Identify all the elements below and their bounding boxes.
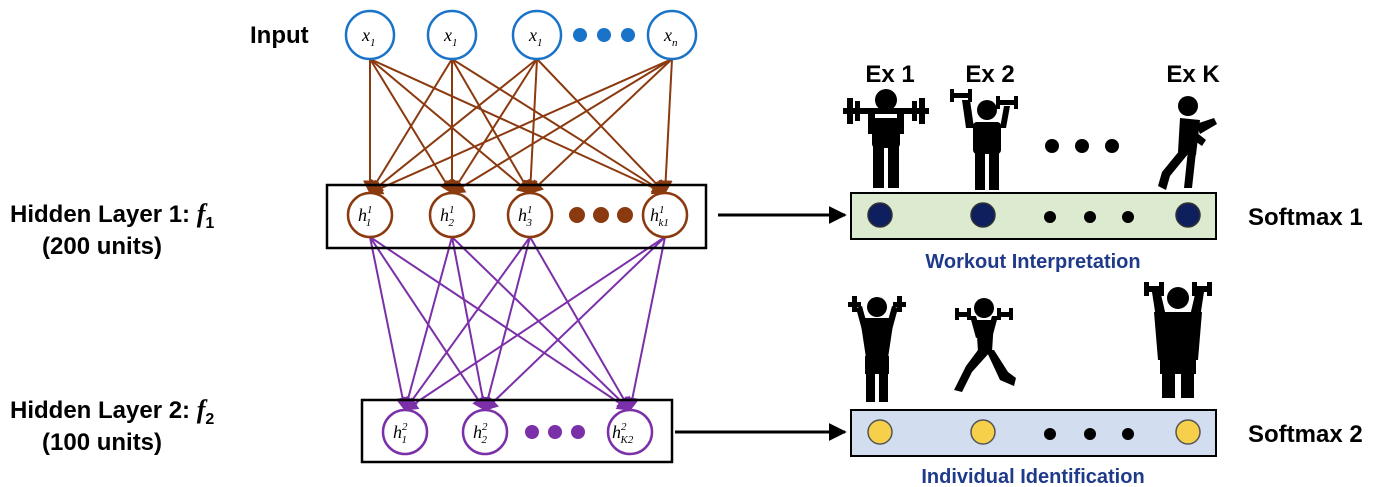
dumbbell-press-figure-icon [950, 89, 1018, 190]
hidden1-hidden2-edge [481, 236, 531, 412]
input-hidden1-edge [658, 58, 673, 195]
input-hidden1-edge [528, 58, 673, 194]
individual-identification-caption: Individual Identification [921, 466, 1144, 487]
hidden2-ellipsis-dots [525, 425, 585, 439]
hidden1-hidden2-edge [483, 236, 666, 411]
input-hidden1-edge [369, 58, 532, 194]
exercise-label-2: Ex 2 [965, 61, 1014, 88]
svg-text:h13: h13 [518, 204, 533, 229]
workout-interpretation-caption: Workout Interpretation [925, 251, 1140, 273]
hidden-layer-2-box [360, 398, 674, 464]
softmax1-output-node [867, 202, 893, 228]
hidden1-hidden2-edge [401, 236, 453, 412]
hidden-layer-1-title: Hidden Layer 1: f1 [10, 199, 214, 232]
softmax2-output-node [867, 419, 893, 445]
woman-lunge-curl-icon [954, 298, 1016, 392]
softmax2-output-node [1175, 419, 1201, 445]
softmax-1-label: Softmax 1 [1248, 204, 1363, 231]
input-to-hidden1-connections [363, 58, 673, 195]
large-man-press-icon [1144, 282, 1212, 398]
svg-text:x1: x1 [361, 25, 376, 49]
softmax-2-label: Softmax 2 [1248, 421, 1363, 448]
hidden1-hidden2-edge [369, 236, 632, 411]
svg-text:x1: x1 [528, 25, 543, 49]
softmax2-output-node [970, 419, 996, 445]
svg-text:x1: x1 [443, 25, 458, 49]
hidden-layer-1-box [325, 183, 708, 250]
hidden1-to-hidden2-connections [369, 236, 666, 412]
exercise-ellipsis-dots [1045, 139, 1119, 153]
input-label: Input [250, 22, 309, 49]
hidden1-hidden2-edge [625, 236, 666, 412]
input-hidden1-edge [523, 58, 538, 195]
svg-text:h11: h11 [358, 204, 372, 229]
exercise-label-k: Ex K [1166, 61, 1220, 88]
exercise-label-1: Ex 1 [865, 61, 914, 88]
input-hidden1-edge [451, 58, 667, 194]
input-node: xn [646, 9, 698, 61]
hidden1-ellipsis-dots [569, 207, 633, 223]
barbell-press-figure-icon [843, 89, 929, 188]
input-hidden1-edge [451, 58, 538, 195]
input-hidden1-edge [368, 58, 673, 195]
input-hidden1-edge [369, 58, 667, 195]
punch-figure-icon [1158, 96, 1217, 190]
hidden1-hidden2-edge [529, 236, 631, 412]
input-hidden1-edge [450, 58, 673, 194]
svg-text:h22: h22 [473, 421, 488, 446]
input-hidden1-edge [368, 58, 538, 194]
hidden1-hidden2-edge [451, 236, 632, 411]
hidden-layer-2-units: (100 units) [42, 429, 162, 456]
svg-text:xn: xn [663, 25, 678, 49]
softmax-2-box [850, 409, 1217, 457]
hidden1-hidden2-edge [369, 236, 410, 412]
input-ellipsis-dots [573, 28, 635, 42]
input-layer: x1 x1 x1 xn [344, 9, 698, 61]
input-hidden1-edge [451, 58, 531, 195]
hidden1-hidden2-edge [403, 236, 666, 411]
input-hidden1-edge [369, 58, 453, 195]
hidden1-hidden2-edge [404, 236, 531, 412]
softmax1-output-node [1175, 202, 1201, 228]
svg-text:h12: h12 [440, 204, 455, 229]
input-node: x1 [344, 9, 396, 61]
softmax-1-box [850, 192, 1217, 240]
softmax1-output-node [970, 202, 996, 228]
muscular-man-curl-icon [848, 296, 906, 402]
input-node: x1 [511, 9, 563, 61]
svg-text:h21: h21 [393, 421, 408, 446]
hidden-layer-2-title: Hidden Layer 2: f2 [10, 395, 214, 428]
input-node: x1 [426, 9, 478, 61]
hidden-layer-1-units: (200 units) [42, 233, 162, 260]
